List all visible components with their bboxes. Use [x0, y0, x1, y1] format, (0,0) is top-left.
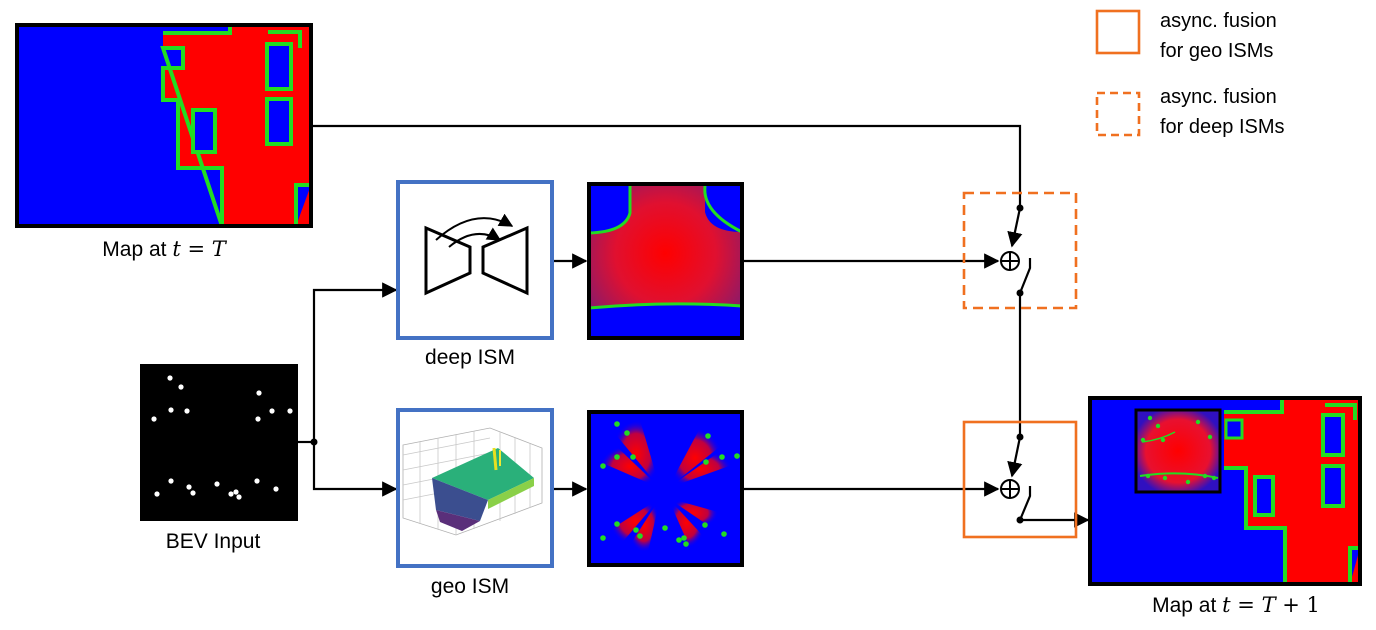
legend-geo-swatch [1095, 9, 1141, 55]
map-t-label: Map at t = T [102, 237, 227, 261]
connectors [298, 124, 1090, 528]
edge-bev-to-geo [312, 442, 398, 497]
deep-ism-model [396, 180, 554, 340]
edge-map-to-fusion [311, 124, 1022, 208]
map-t1-image [1088, 396, 1362, 586]
bev-input-label: BEV Input [166, 530, 261, 553]
oplus-geo [1000, 479, 1020, 499]
geo-ism-label: geo ISM [431, 575, 509, 598]
edge-bev-to-deep [312, 282, 398, 442]
map-t-image [15, 23, 313, 228]
map-t1-label: Map at t = T + 1 [1152, 593, 1320, 617]
geo-ism-model [396, 408, 554, 568]
junction-dots [310, 204, 1024, 524]
legend-deep-swatch [1095, 91, 1141, 137]
deep-ism-label: deep ISM [425, 346, 515, 369]
encoder-icon [424, 225, 472, 296]
fused-local-region [1136, 410, 1220, 492]
bev-input-image [140, 364, 298, 521]
legend-deep-line1: async. fusion [1160, 86, 1277, 108]
geo-switch-arm [1007, 436, 1023, 478]
legend: async. fusion for geo ISMs async. fusion… [1095, 9, 1285, 138]
legend-geo-line1: async. fusion [1160, 10, 1277, 32]
deep-switch-arm [1007, 207, 1023, 248]
legend-geo-line2: for geo ISMs [1160, 40, 1273, 62]
geo-ism-output [587, 410, 744, 567]
oplus-deep [1000, 251, 1020, 271]
deep-fusion-box [962, 191, 1078, 310]
deep-switch-stub [1018, 258, 1032, 294]
skip-connection-arrow [435, 213, 514, 241]
deep-ism-output [587, 182, 744, 340]
geo-fusion-box [962, 420, 1078, 539]
legend-deep-line2: for deep ISMs [1160, 116, 1285, 138]
geo-switch-stub [1018, 486, 1032, 521]
